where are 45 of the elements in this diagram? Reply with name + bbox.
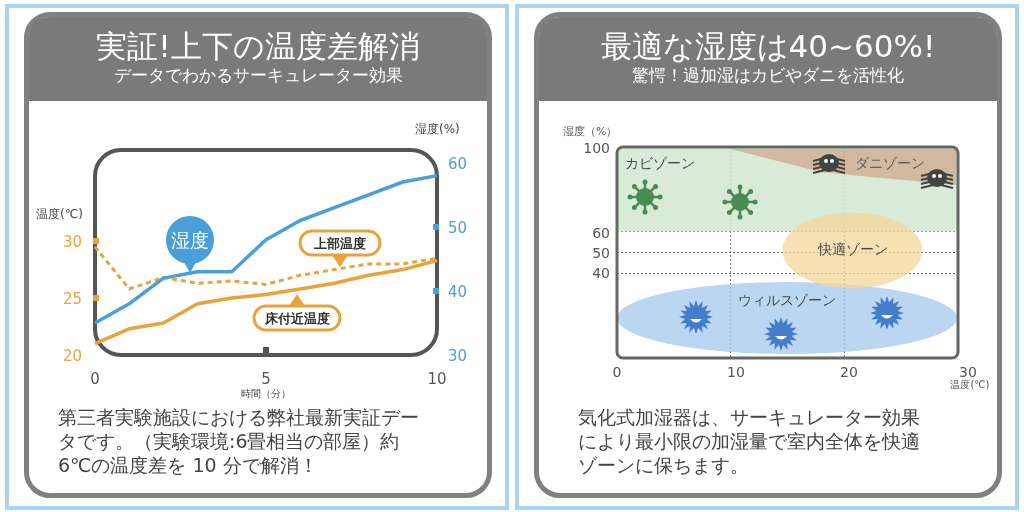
callout-label: 湿度	[166, 216, 214, 273]
tick-label: 60	[592, 225, 610, 241]
zone-label: ダニゾーン	[855, 155, 925, 171]
virus-zone	[617, 282, 957, 354]
callout-label: 床付近温度	[252, 294, 342, 332]
tick-label: 100	[583, 140, 610, 156]
mold-zone	[617, 147, 958, 232]
tick-label: 25	[62, 290, 82, 309]
header-band	[29, 17, 487, 101]
tick-label: 0	[90, 370, 100, 388]
comfort-zone	[782, 212, 923, 289]
axis-title: 時間（分）	[241, 388, 291, 399]
tick-label: 30	[448, 347, 468, 365]
tick-label: 50	[448, 218, 468, 237]
series-label: 湿度	[171, 229, 209, 251]
mite-zone	[730, 149, 956, 189]
tick-label: 10	[727, 364, 745, 380]
legend-label: 床付近温度	[263, 311, 330, 326]
zone-label: ウィルスゾーン	[738, 292, 836, 308]
tick-label: 20	[840, 364, 858, 380]
axis-title: 湿度（%）	[563, 125, 618, 138]
zone-label: カビゾーン	[625, 155, 695, 171]
tick-label: 60	[448, 154, 468, 173]
heading: 実証!上下の温度差解消	[95, 27, 421, 65]
axis-title: 温度(℃)	[36, 207, 83, 221]
zone-label: 快適ゾーン	[818, 241, 888, 257]
tick-label: 20	[62, 347, 82, 365]
series-label: 上部温度	[313, 236, 366, 251]
body-text: 第三者実験施設における弊社最新実証データです。（実験環境:6畳相当の部屋）約 6℃の温度差を 10 分で解消！	[58, 405, 420, 477]
tick-label: 50	[592, 245, 610, 261]
subheading: データでわかるサーキュレーター効果	[112, 65, 404, 85]
callout-label: 上部温度	[298, 229, 382, 267]
subheading: 驚愕！過加湿はカビやダニを活性化	[631, 65, 905, 85]
body-text: 気化式加湿器は、サーキュレーター効果により最小限の加湿量で室内全体を快適ゾーンに保ちます。	[578, 405, 921, 477]
tick-label: 5	[261, 370, 271, 388]
tick-label: 40	[592, 265, 610, 281]
axis-title: 温度(℃)	[950, 379, 990, 390]
tick-label: 30	[62, 233, 82, 252]
header-band	[539, 17, 997, 101]
tick-label: 40	[448, 282, 468, 301]
tick-label: 30	[959, 364, 977, 380]
heading: 最適な湿度は40~60%!	[599, 27, 937, 65]
tick-label: 10	[427, 370, 447, 388]
axis-title: 湿度(%)	[415, 122, 460, 136]
tick-label: 0	[612, 364, 622, 380]
